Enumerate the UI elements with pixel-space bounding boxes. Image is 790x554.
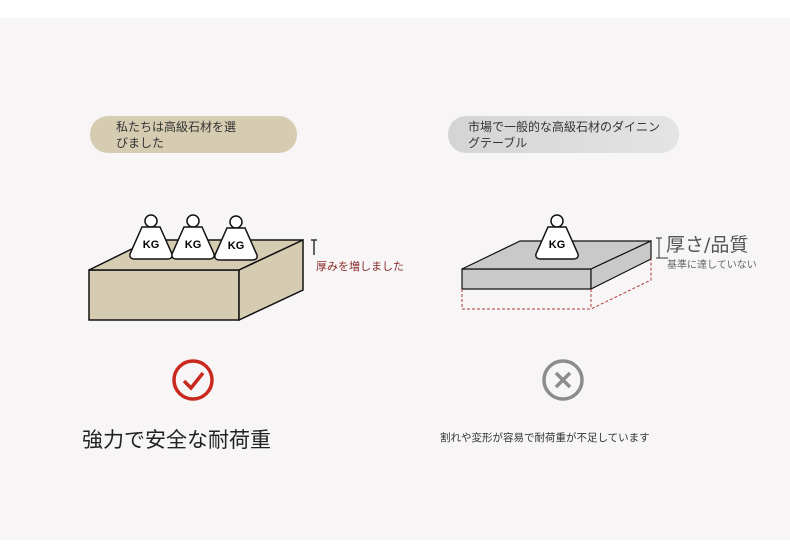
left-result-text: 強力で安全な耐荷重 [82, 428, 271, 452]
kg-label: KG [228, 240, 245, 252]
thin-stone-slab [461, 240, 652, 290]
check-circle-icon [172, 359, 214, 401]
kg-label: KG [185, 239, 202, 251]
badge-line: 市場で一般的な高級石材のダイニン [468, 120, 661, 134]
kg-weight-icon: KG [214, 215, 258, 261]
thickness-title: 厚さ/品質 [666, 234, 749, 256]
x-circle-icon [542, 359, 584, 401]
thickness-marker [311, 239, 317, 255]
thickness-note: 厚みを増しました [316, 260, 404, 273]
kg-weight-icon: KG [129, 214, 173, 260]
missing-thickness-outline [461, 259, 652, 310]
right-badge: 市場で一般的な高級石材のダイニングテーブル [448, 116, 679, 153]
left-badge: 私たちは高級石材を選びました [90, 116, 297, 153]
badge-line: びました [116, 136, 165, 150]
thickness-bracket [656, 237, 668, 259]
thickness-subtitle: 基準に達していない [667, 260, 757, 271]
badge-line: グテーブル [468, 136, 528, 150]
kg-label: KG [143, 239, 160, 251]
kg-label: KG [549, 239, 566, 251]
badge-line: 私たちは高級石材を選 [116, 120, 237, 134]
kg-weight-icon: KG [535, 214, 579, 260]
kg-weight-icon: KG [171, 214, 215, 260]
right-result-text: 割れや変形が容易で耐荷重が不足しています [440, 432, 650, 444]
